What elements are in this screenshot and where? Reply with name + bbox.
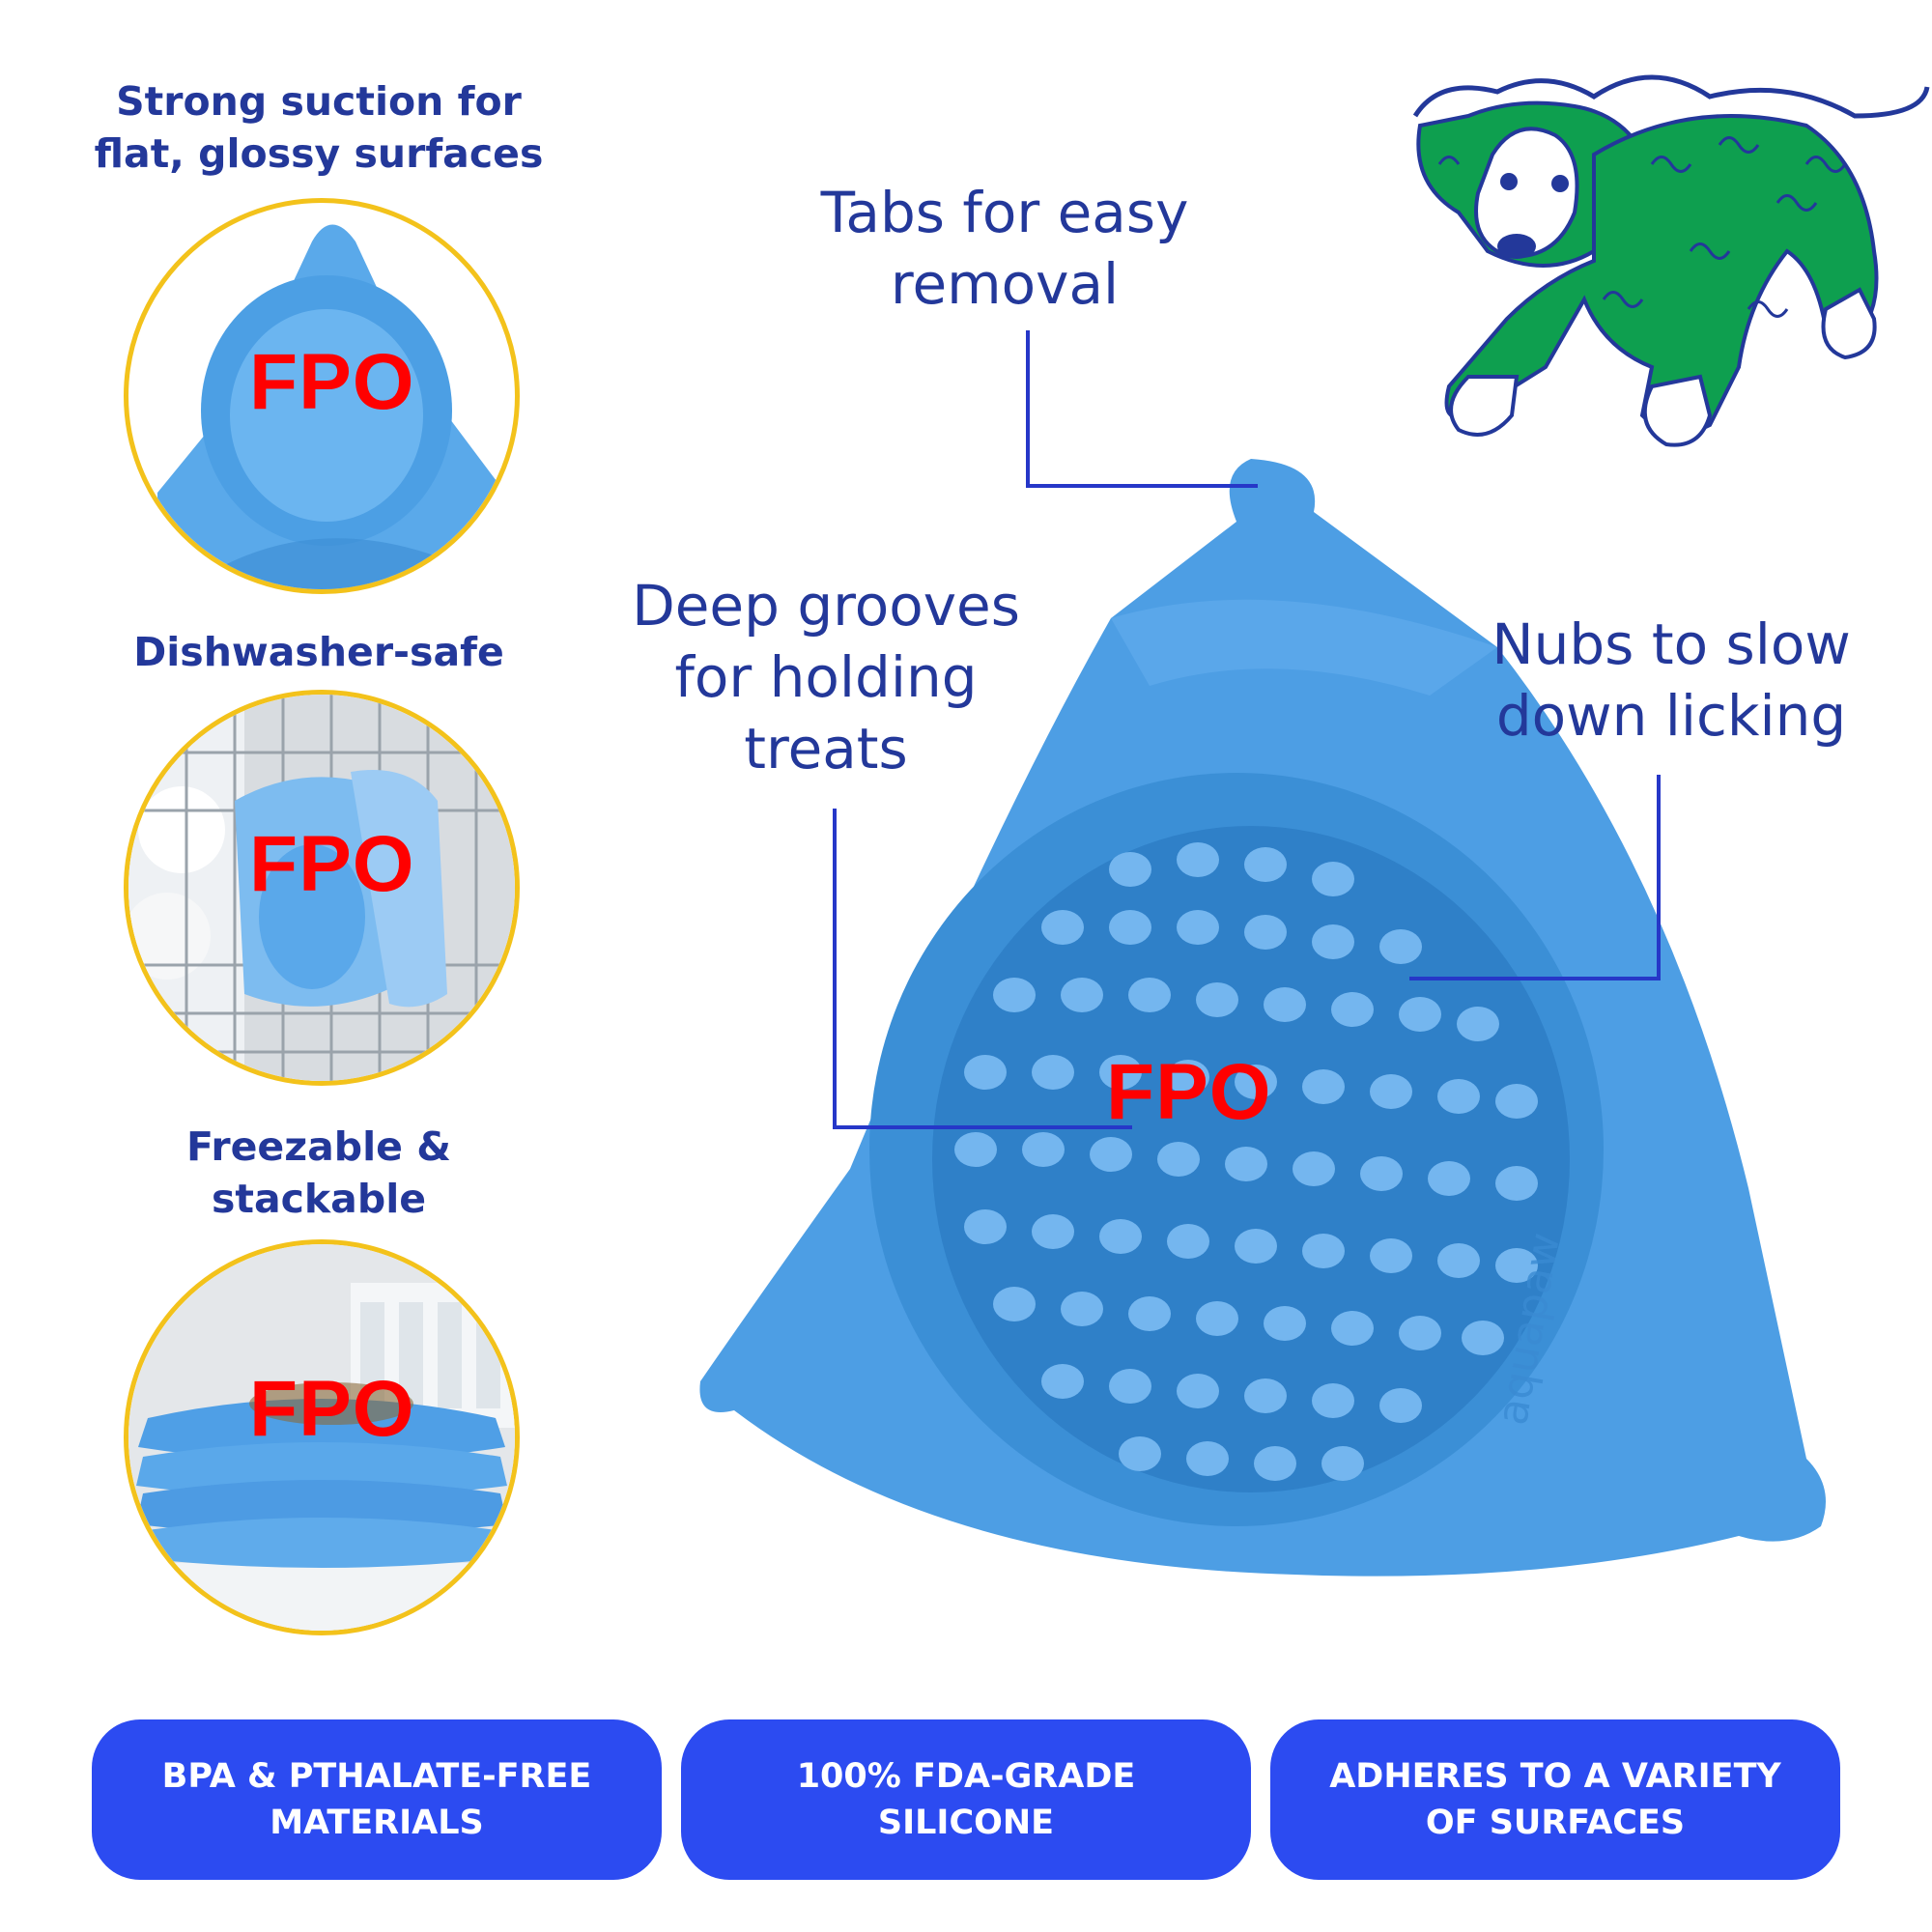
feature-title-suction: Strong suction for flat, glossy surfaces <box>94 78 544 177</box>
feature-image-freezable: FPO <box>124 1239 520 1635</box>
leader-line-nubs <box>1409 775 1661 980</box>
dishwasher-illustration <box>128 695 515 1081</box>
dog-illustration <box>1412 74 1930 447</box>
callout-tabs: Tabs for easy removal <box>820 180 1189 317</box>
callout-grooves: Deep grooves for holding treats <box>632 573 1020 781</box>
feature-title-dishwasher: Dishwasher-safe <box>133 629 504 675</box>
suction-cup-illustration <box>157 224 505 589</box>
leader-line-grooves <box>833 809 1132 1129</box>
image-placeholder-label: FPO <box>249 1365 415 1453</box>
lick-mat-product <box>699 459 1826 1577</box>
callout-nubs: Nubs to slow down licking <box>1492 611 1851 749</box>
image-placeholder-label: FPO <box>249 338 415 426</box>
leader-line-tabs <box>1026 330 1258 488</box>
product-placeholder-label: FPO <box>1106 1048 1272 1136</box>
stacked-mats-illustration <box>128 1244 515 1631</box>
badge-adheres-surfaces: ADHERES TO A VARIETY OF SURFACES <box>1270 1719 1840 1880</box>
image-placeholder-label: FPO <box>249 820 415 908</box>
feature-image-dishwasher: FPO <box>124 690 520 1086</box>
feature-image-suction: FPO <box>124 198 520 594</box>
badge-fda-silicone: 100% FDA-GRADE SILICONE <box>681 1719 1251 1880</box>
badge-bpa-free: BPA & PTHALATE-FREE MATERIALS <box>92 1719 662 1880</box>
feature-title-freezable: Freezable & stackable <box>186 1123 451 1222</box>
